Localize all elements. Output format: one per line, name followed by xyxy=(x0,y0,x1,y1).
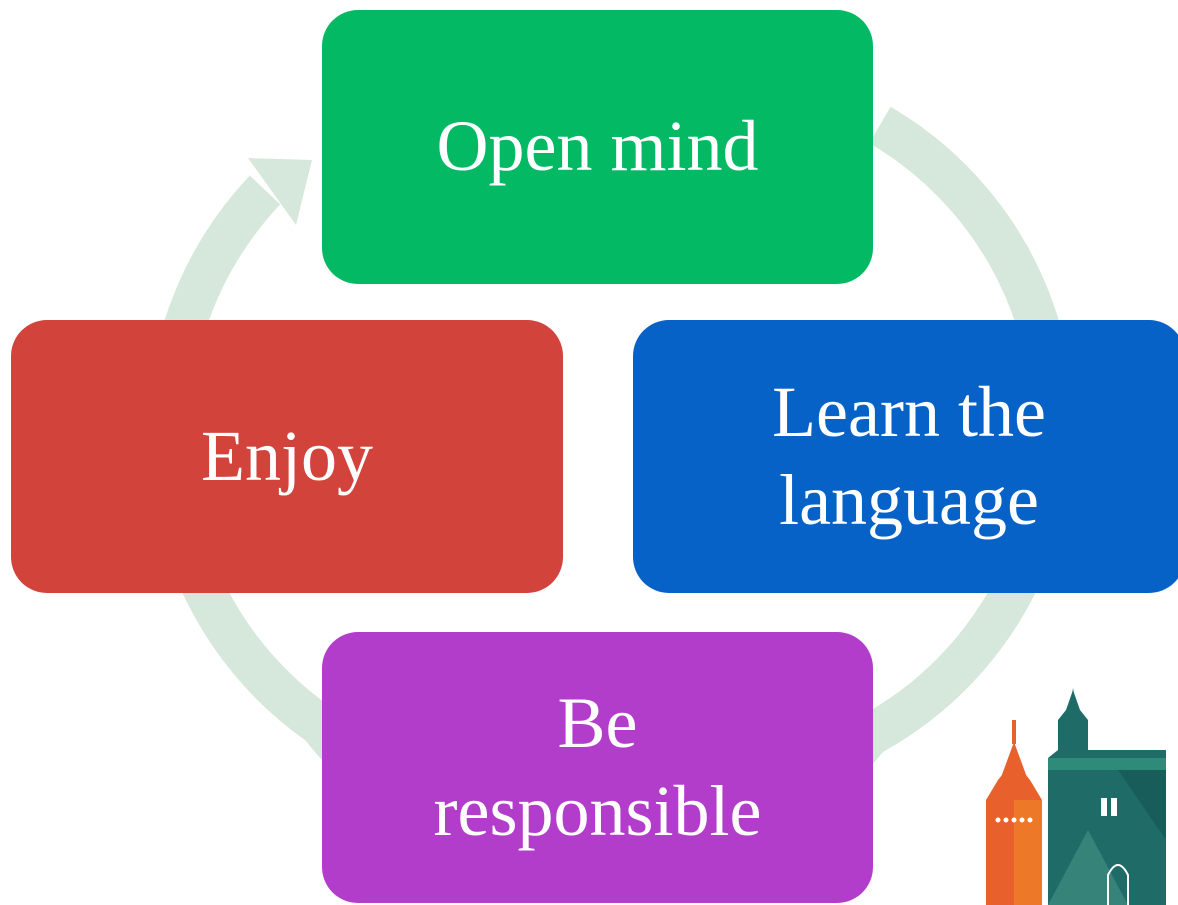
teal-tower-shape xyxy=(1048,688,1166,905)
node-enjoy: Enjoy xyxy=(11,320,563,593)
node-be-responsible: Be responsible xyxy=(322,632,873,903)
node-label: Enjoy xyxy=(201,415,373,496)
node-label: Learn the language xyxy=(772,371,1046,540)
node-open-mind: Open mind xyxy=(322,10,873,284)
node-label: Be responsible xyxy=(433,682,762,851)
orange-tower-shape xyxy=(986,720,1042,905)
cycle-arrowhead-icon xyxy=(248,158,312,225)
node-learn-the-language: Learn the language xyxy=(633,320,1178,593)
city-towers-illustration-icon xyxy=(986,688,1166,905)
node-label: Open mind xyxy=(436,106,759,187)
